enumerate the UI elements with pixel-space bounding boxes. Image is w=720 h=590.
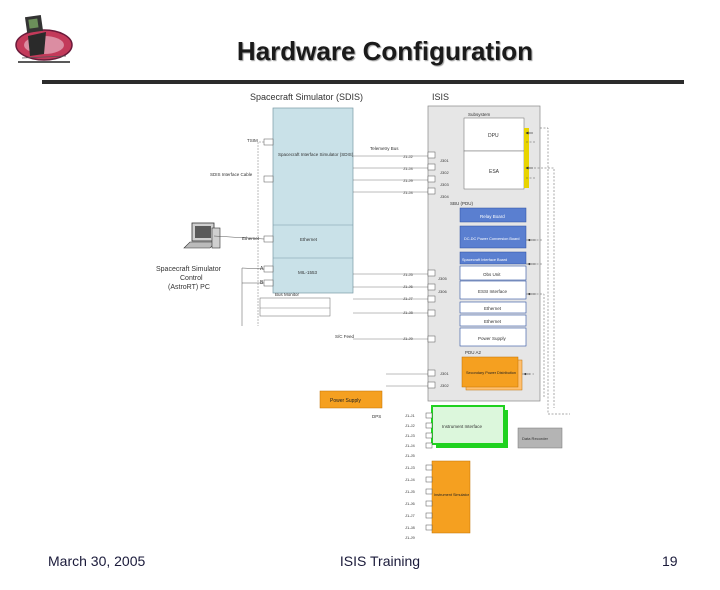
essi-box xyxy=(459,280,527,300)
sdis-1553-label: MIL-1553 xyxy=(298,270,318,275)
footer-date: March 30, 2005 xyxy=(48,553,146,569)
esa-label: ESA xyxy=(489,169,500,175)
conn-mid-1: J1-J5 xyxy=(403,272,414,277)
isis-port-3: J303 xyxy=(440,182,449,187)
lower-port-2: J302 xyxy=(440,383,449,388)
sdis-interface-label: Spacecraft Interface Simulator (SDIS) xyxy=(278,152,354,157)
conn-bottom-2: J1-J4 xyxy=(405,477,416,482)
conn-mid-3: J1-J7 xyxy=(403,296,414,301)
pdu-card-box xyxy=(459,225,527,249)
hardware-configuration-diagram: Spacecraft Simulator (SDIS) ISIS Spacecr… xyxy=(156,92,570,540)
conn-bottom-7: J1-J9 xyxy=(405,535,416,540)
telemetry-label: Telemetry Bus xyxy=(370,146,399,151)
conn-left-1: J1-J2 xyxy=(403,154,414,159)
conn-bottom-3: J1-J5 xyxy=(405,489,416,494)
bottom-orange-label: Instrument Simulator xyxy=(434,493,470,497)
sbu-relay-box xyxy=(459,207,527,223)
conn-lower-1: J1-J1 xyxy=(405,413,416,418)
ethernet2-box xyxy=(459,314,527,327)
power-board-label: Power Supply xyxy=(478,336,507,341)
sdis-ethernet-label: Ethernet xyxy=(300,237,318,242)
conn-mid-5: J1-J9 xyxy=(403,336,414,341)
isis-port-2: J302 xyxy=(440,170,449,175)
bus-monitor-label: Bus Monitor xyxy=(275,292,300,297)
lower-port-1: J301 xyxy=(440,371,449,376)
power-supply-label: Power Supply xyxy=(330,398,361,404)
grey-box xyxy=(517,427,563,449)
conn-mid-2: J1-J6 xyxy=(403,284,414,289)
ethernet2-box-label: Ethernet xyxy=(484,319,502,324)
ethernet-label: Ethernet xyxy=(242,236,260,241)
grey-box-label: Data Recorder xyxy=(522,436,549,441)
isis-port-1: J301 xyxy=(440,158,449,163)
slide-title: Hardware Configuration xyxy=(236,36,534,66)
conn-mid-4: J1-J8 xyxy=(403,310,414,315)
orange-box-label: Secondary Power Distribution xyxy=(466,371,516,375)
sdis-box xyxy=(272,107,354,294)
esa-box xyxy=(463,150,525,190)
conn-lower-3: J1-J3 xyxy=(405,433,416,438)
conn-bottom-4: J1-J6 xyxy=(405,501,416,506)
dpu-label: DPU xyxy=(488,133,499,139)
power-supply-box xyxy=(319,390,383,409)
sc-pc-label-1: Spacecraft Simulator xyxy=(156,266,222,273)
sdis-control-cable: SDIS Interface Cable xyxy=(210,172,253,177)
essi-label: ESSI Interface xyxy=(478,289,508,294)
isis-connectors xyxy=(427,151,436,389)
mid-port-1: J305 xyxy=(438,276,447,281)
sub-a-label: Subsystem xyxy=(468,112,491,117)
title-rule xyxy=(42,80,684,84)
obs-box xyxy=(459,265,527,281)
tsim-label: TSIM xyxy=(247,138,258,143)
conn-bottom-5: J1-J7 xyxy=(405,513,416,518)
conn-left-2: J1-J4 xyxy=(403,166,414,171)
obs-label: Obs Unit xyxy=(483,272,501,277)
computer-icon xyxy=(183,222,221,249)
page-number: 19 xyxy=(662,553,678,569)
conn-lower-4: J1-J4 xyxy=(405,443,416,448)
mid-port-2: J306 xyxy=(438,289,447,294)
sbu-relay-label: Relay Board xyxy=(480,214,505,219)
ethernet-box-label: Ethernet xyxy=(484,306,502,311)
isis-port-4: J304 xyxy=(440,194,449,199)
ethernet-box xyxy=(459,301,527,314)
conn-lower-2: J1-J2 xyxy=(405,423,416,428)
lower-connectors xyxy=(425,412,433,531)
green-box-label: Instrument Interface xyxy=(442,424,483,429)
sbu-label: SBU (PDU) xyxy=(450,201,474,206)
conn-bottom-1: J1-J3 xyxy=(405,465,416,470)
footer-course: ISIS Training xyxy=(339,553,421,569)
pdu-card-label: DC-DC Power Conversion Board xyxy=(464,237,520,241)
bottom-orange-box xyxy=(431,460,471,534)
sdis-title: Spacecraft Simulator (SDIS) xyxy=(250,92,363,102)
orange-box xyxy=(461,356,519,388)
organization-logo xyxy=(15,14,73,63)
isis-title: ISIS xyxy=(432,92,449,102)
conn-bottom-6: J1-J8 xyxy=(405,525,416,530)
conn-lower-5: J1-J5 xyxy=(405,453,416,458)
sc-pc-label-3: (AstroRT) PC xyxy=(168,284,210,291)
power-board-box xyxy=(459,327,527,347)
sc-pc-label-2: Control xyxy=(180,275,203,282)
conn-left-3: J1-J9 xyxy=(403,178,414,183)
conn-left-4: J1-J4 xyxy=(403,190,414,195)
sc-interface-board-label: Spacecraft Interface Board xyxy=(462,258,507,262)
dps-label: DPS xyxy=(372,414,381,419)
sc-feed-label: S/C Feed xyxy=(335,334,355,339)
sc-interface-board xyxy=(459,251,527,265)
pdu-a2-label: PDU A2 xyxy=(465,350,482,355)
green-box xyxy=(431,405,505,445)
